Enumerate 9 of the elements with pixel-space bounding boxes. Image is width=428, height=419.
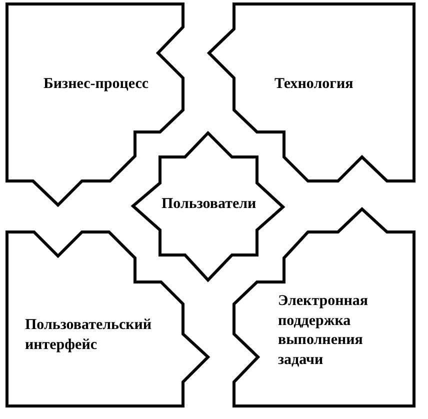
node-label: Бизнес-процесс	[44, 75, 149, 94]
puzzle-piece	[5, 230, 210, 408]
puzzle-piece	[207, 2, 416, 183]
node-label: Пользовательский интерфейс	[25, 316, 153, 354]
node-label: Пользователи	[162, 195, 256, 214]
puzzle-piece	[232, 207, 416, 408]
node-label: Электронная поддержка выполнения задачи	[278, 292, 369, 370]
star-shape	[131, 131, 285, 282]
node-label: Технология	[274, 75, 354, 94]
